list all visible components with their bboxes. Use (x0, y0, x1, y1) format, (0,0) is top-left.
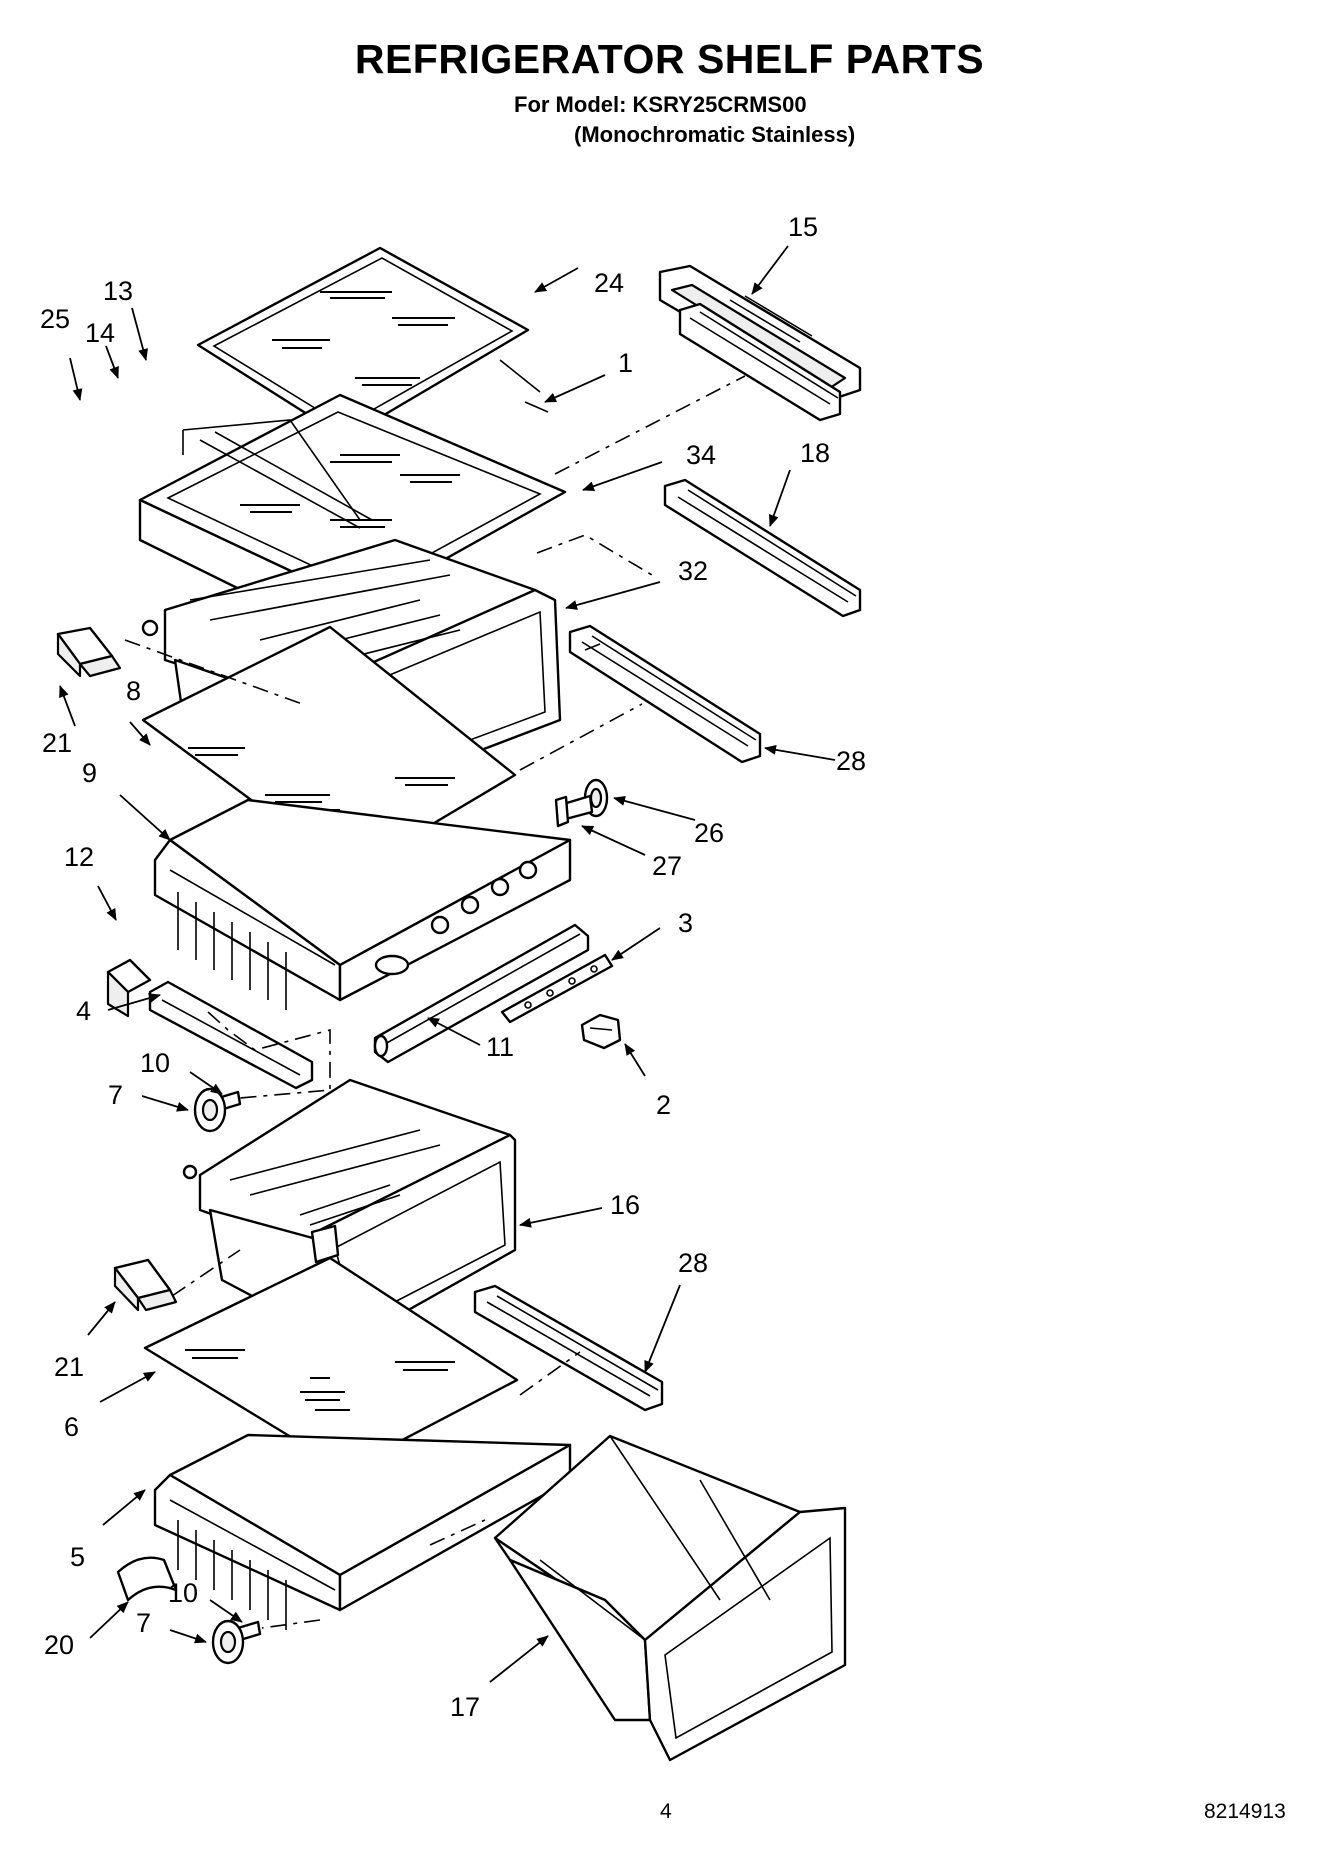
callout-2: 2 (656, 1090, 671, 1120)
callout-17: 17 (450, 1692, 480, 1722)
part-7-lower-wheel (211, 1619, 245, 1665)
part-24-glass-shelf (196, 246, 549, 440)
callout-14: 14 (85, 318, 115, 348)
callout-28-lower: 28 (678, 1248, 708, 1278)
part-17-pan-drawer (493, 1434, 847, 1762)
callout-1: 1 (618, 348, 633, 378)
callout-21-upper: 21 (42, 728, 72, 758)
callout-26: 26 (694, 818, 724, 848)
callout-34: 34 (686, 440, 716, 470)
part-9-crisper-cover-frame (153, 798, 572, 1010)
part-27-screw (554, 794, 594, 828)
callout-9: 9 (82, 758, 97, 788)
callout-21-lower: 21 (54, 1352, 84, 1382)
part-21-upper-clip (56, 626, 122, 678)
callout-8: 8 (126, 676, 141, 706)
leader-lines (59, 245, 836, 1683)
model-variant: (Monochromatic Stainless) (574, 122, 856, 147)
page-title: REFRIGERATOR SHELF PARTS (354, 36, 985, 82)
part-5-lower-cover-frame (153, 1433, 572, 1630)
callout-18: 18 (800, 438, 830, 468)
part-21-lower-clip (113, 1258, 178, 1312)
part-4-front-trim (148, 980, 314, 1090)
callout-11: 11 (486, 1032, 514, 1062)
part-7-upper-wheel (193, 1087, 227, 1133)
callout-7-upper: 7 (108, 1080, 123, 1110)
part-11-rail-trim (373, 923, 590, 1064)
page-number: 4 (660, 1800, 672, 1823)
callout-25: 25 (40, 304, 70, 334)
callout-10-lower: 10 (168, 1578, 198, 1608)
callout-32: 32 (678, 556, 708, 586)
model-number: For Model: KSRY25CRMS00 (514, 92, 807, 117)
document-number: 8214913 (1204, 1800, 1286, 1823)
part-18-side-rail (663, 478, 862, 618)
callout-7-lower: 7 (136, 1608, 151, 1638)
alignment-lines (124, 375, 746, 1629)
part-20-cover-clip (116, 1556, 178, 1602)
callout-5: 5 (70, 1542, 85, 1572)
callout-3: 3 (678, 908, 693, 938)
part-6-lower-glass (143, 1256, 519, 1472)
part-28-upper-side-rail (568, 624, 762, 764)
callout-16: 16 (610, 1190, 640, 1220)
callout-27: 27 (652, 851, 682, 881)
callout-28-upper: 28 (836, 746, 866, 776)
part-15-rail-assembly (658, 264, 862, 422)
part-3-bracket (500, 953, 614, 1024)
callout-labels: 15 24 13 25 14 1 34 18 32 8 21 28 9 26 2… (40, 212, 866, 1722)
callout-4: 4 (76, 996, 91, 1026)
callout-10-upper: 10 (140, 1048, 170, 1078)
part-28-lower-side-rail (473, 1284, 664, 1412)
callout-12: 12 (64, 842, 94, 872)
part-2-latch (580, 1013, 622, 1050)
callout-6: 6 (64, 1412, 79, 1442)
callout-13: 13 (103, 276, 133, 306)
callout-20: 20 (44, 1630, 74, 1660)
callout-15: 15 (788, 212, 818, 242)
callout-24: 24 (594, 268, 624, 298)
